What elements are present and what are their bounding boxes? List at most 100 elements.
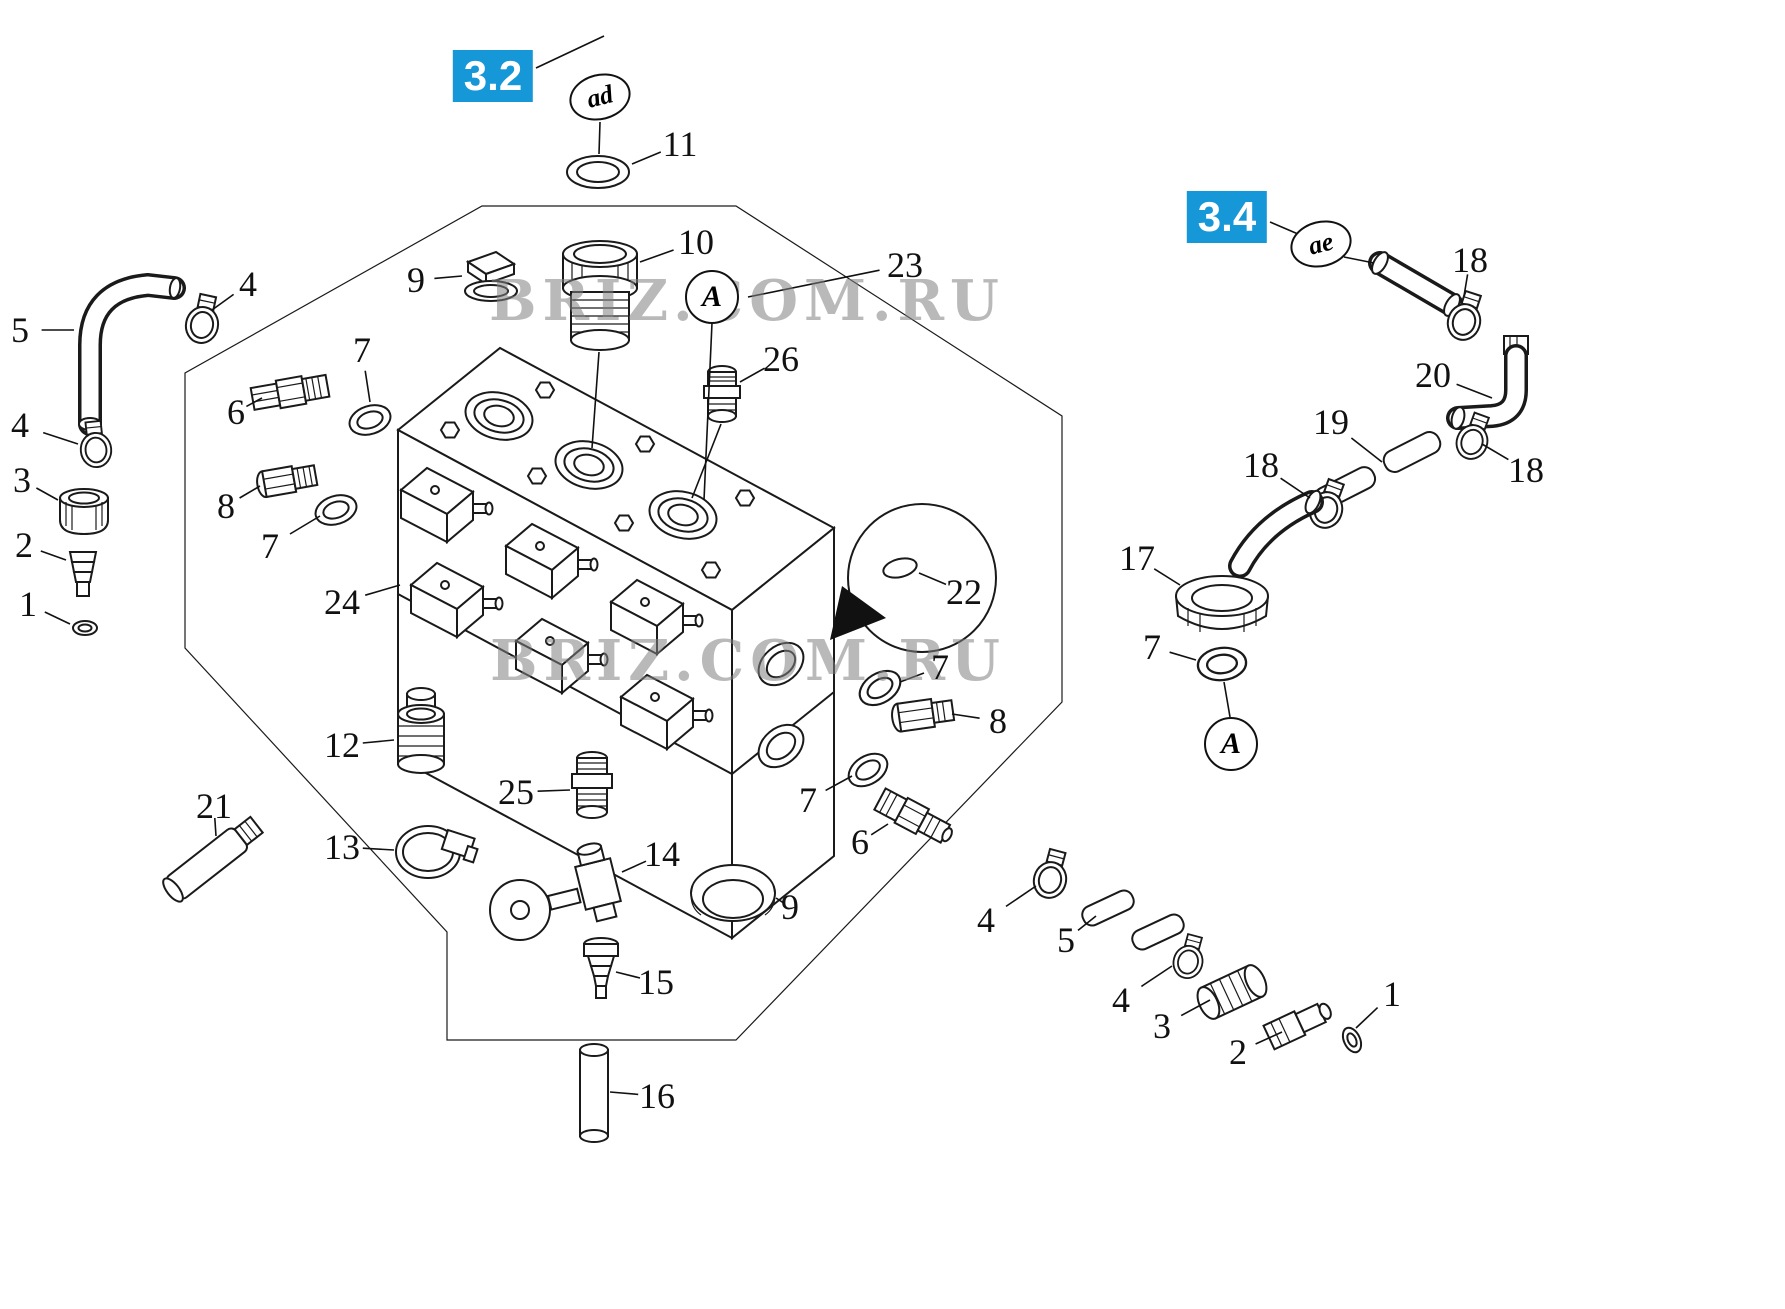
leader-line [1481,443,1509,461]
part-plug-8b [891,697,956,733]
part-number-label-8: 8 [989,701,1007,741]
part-barb-15 [583,937,619,999]
valve-block [396,346,836,941]
assembly-boundary [184,205,1063,1041]
part-cap-3 [59,488,109,536]
block-bolt [735,489,755,507]
part-number-label-15: 15 [638,962,674,1002]
leader-line [747,269,880,298]
part-number-label-16: 16 [639,1076,675,1116]
part-number-label-22: 22 [946,572,982,612]
part-number-label-23: 23 [887,245,923,285]
part-number-label-1: 1 [1383,974,1401,1014]
leader-line [214,817,217,837]
part-washer-11 [566,155,630,189]
part-number-label-18: 18 [1243,445,1279,485]
leader-line [870,823,889,836]
watermark-text: BRIZ.COM.RU [490,628,1006,694]
leader-line [609,1091,639,1096]
leader-line [1255,1031,1283,1045]
part-tube-5b [1131,913,1185,951]
leader-line [40,550,67,561]
part-clamp-4d [1168,931,1210,983]
part-number-label-12: 12 [324,725,360,765]
part-number-label-18: 18 [1508,450,1544,490]
leader-line [239,485,261,499]
part-number-label-25: 25 [498,772,534,812]
leader-line [1343,256,1375,264]
leader-line [36,487,59,501]
block-bolt [440,421,460,439]
block-bolt [614,514,634,532]
leader-line [1280,477,1311,499]
leader-line [591,351,600,449]
part-number-label-20: 20 [1415,355,1451,395]
part-number-label-6: 6 [227,392,245,432]
part-number-label-21: 21 [196,786,232,826]
leader-line [537,789,571,792]
leader-line [775,897,785,905]
section-badge-3-4: 3.4 [1186,191,1268,243]
part-number-label-7: 7 [353,330,371,370]
part-plug-8a [256,464,319,499]
part-washer-7a [344,399,396,441]
leader-line [1269,221,1299,235]
part-plug-9 [464,250,518,302]
part-number-label-7: 7 [931,647,949,687]
leader-line [825,775,853,792]
part-washer-7b [310,489,362,531]
part-number-label-17: 17 [1119,538,1155,578]
part-tube-21 [162,815,265,903]
leader-line [362,739,395,744]
block-bolt [527,467,547,485]
leader-line [739,367,765,383]
part-number-label-4: 4 [977,900,995,940]
part-fitting-6b [872,787,953,844]
leader-lines-layer [36,35,1509,1096]
block-port-top-2 [554,440,624,490]
leader-line [44,611,71,625]
section-badge-3-2: 3.2 [452,50,534,102]
leader-line [899,672,925,683]
part-washer-7e [1195,644,1249,684]
part-number-label-6: 6 [851,822,869,862]
part-number-label-19: 19 [1313,402,1349,442]
part-nipple-25 [571,751,613,819]
part-hose-5 [78,272,186,436]
part-tube-16 [579,1043,609,1143]
part-number-label-18: 18 [1452,240,1488,280]
part-ring-nut-9b [690,864,776,922]
part-clamp-4c [1028,845,1075,903]
part-fitting-6 [249,373,331,411]
part-number-label-8: 8 [217,486,235,526]
leader-line [1140,965,1173,988]
part-washer-7d [841,745,895,795]
leader-line [1350,437,1383,463]
part-number-label-14: 14 [644,834,680,874]
leader-line [42,431,79,445]
part-number-label-26: 26 [763,339,799,379]
leader-line [434,275,463,280]
leader-line [621,860,647,873]
leader-line [1153,568,1181,586]
detail-circle-22 [847,503,997,653]
watermark-text: BRIZ.COM.RU [489,268,1005,334]
part-number-label-2: 2 [15,525,33,565]
block-port-top-1 [464,391,534,441]
part-number-label-5: 5 [11,310,29,350]
leader-line [1463,274,1469,297]
part-number-label-2: 2 [1229,1032,1247,1072]
part-elbow-20 [1446,335,1529,430]
leader-line [951,713,980,719]
part-nut-3b [1196,964,1268,1020]
leader-line [1180,999,1211,1017]
leader-line [1169,651,1197,661]
part-number-label-24: 24 [324,582,360,622]
part-clamp-13 [395,825,479,879]
part-number-label-5: 5 [1057,920,1075,960]
block-bolt [635,435,655,453]
part-number-label-13: 13 [324,827,360,867]
part-number-label-10: 10 [678,222,714,262]
part-nipple-26 [703,365,741,423]
